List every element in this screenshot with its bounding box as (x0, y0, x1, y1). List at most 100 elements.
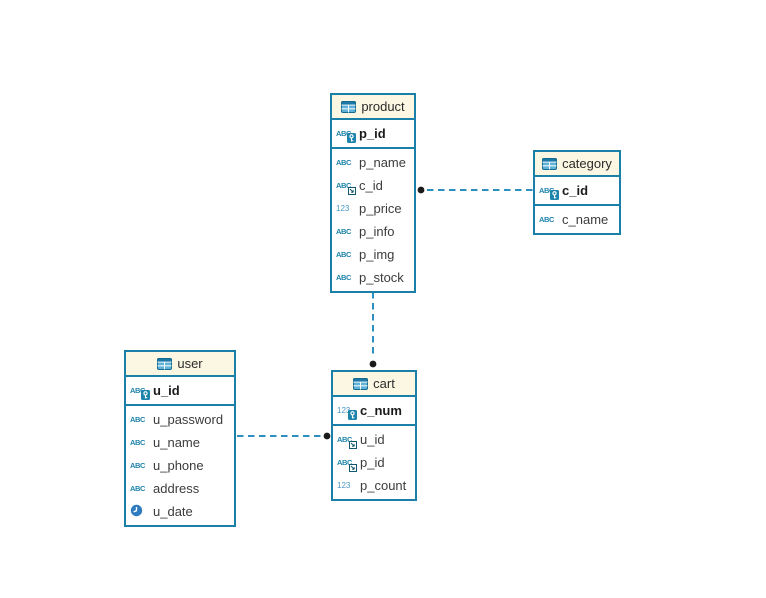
column-row-u_password[interactable]: ABC u_password (126, 408, 234, 431)
column-row-p_img[interactable]: ABC p_img (332, 243, 414, 266)
table-title: category (562, 156, 612, 171)
column-name: address (153, 481, 200, 496)
table-user-header[interactable]: user (126, 352, 234, 377)
table-product-header[interactable]: product (332, 95, 414, 120)
table-title: cart (373, 376, 395, 391)
columns-section: ABC u_id ABC p_id 123 p_count (333, 426, 415, 499)
table-icon (341, 100, 357, 113)
column-name: u_name (153, 435, 200, 450)
table-icon (353, 377, 369, 390)
svg-text:ABC: ABC (130, 386, 146, 395)
column-row-p_price[interactable]: 123 p_price (332, 197, 414, 220)
column-row-p_info[interactable]: ABC p_info (332, 220, 414, 243)
svg-text:123: 123 (337, 481, 351, 490)
column-row-c_id[interactable]: ABC c_id (332, 174, 414, 197)
relation-endpoint-dot (369, 360, 377, 368)
column-row-c_id[interactable]: ABC c_id (535, 179, 619, 202)
svg-text:ABC: ABC (336, 181, 352, 190)
table-product[interactable]: product ABC p_id ABC p_name ABC c_i (330, 93, 416, 293)
table-title: user (177, 356, 203, 371)
primary-key-badge-icon (550, 190, 559, 200)
column-row-u_date[interactable]: u_date (126, 500, 234, 523)
column-row-u_id[interactable]: ABC u_id (126, 379, 234, 402)
column-name: c_name (562, 212, 609, 227)
columns-section: ABC u_password ABC u_name ABC u_phone AB… (126, 406, 234, 525)
key-columns-section: ABC u_id (126, 377, 234, 406)
column-row-p_id[interactable]: ABC p_id (332, 122, 414, 145)
column-row-p_stock[interactable]: ABC p_stock (332, 266, 414, 289)
column-name: p_info (359, 224, 395, 239)
varchar-type-icon: ABC (336, 224, 355, 239)
foreign-key-badge-icon (348, 187, 356, 195)
key-columns-section: 123 c_num (333, 397, 415, 426)
svg-text:ABC: ABC (130, 484, 146, 493)
number-type-icon: 123 (337, 403, 357, 420)
varchar-type-icon: ABC (130, 481, 149, 496)
columns-section: ABC p_name ABC c_id 123 p_price ABC p_in… (332, 149, 414, 291)
table-category-header[interactable]: category (535, 152, 619, 177)
svg-text:ABC: ABC (336, 227, 352, 236)
table-icon (157, 357, 173, 370)
datetime-type-icon (130, 504, 149, 519)
svg-text:ABC: ABC (337, 458, 353, 467)
number-type-icon: 123 (337, 478, 356, 493)
varchar-type-icon: ABC (336, 126, 356, 143)
column-name: p_id (359, 126, 386, 141)
varchar-type-icon: ABC (336, 270, 355, 285)
column-name: c_id (562, 183, 589, 198)
svg-text:ABC: ABC (130, 461, 146, 470)
table-icon (542, 157, 558, 170)
svg-text:ABC: ABC (539, 186, 555, 195)
column-row-c_num[interactable]: 123 c_num (333, 399, 415, 422)
column-name: c_num (360, 403, 402, 418)
varchar-type-icon: ABC (337, 455, 357, 472)
primary-key-badge-icon (348, 410, 357, 420)
varchar-type-icon: ABC (539, 183, 559, 200)
column-name: u_id (360, 432, 385, 447)
column-row-u_id[interactable]: ABC u_id (333, 428, 415, 451)
column-row-c_name[interactable]: ABC c_name (535, 208, 619, 231)
table-category[interactable]: category ABC c_id ABC c_name (533, 150, 621, 235)
svg-text:ABC: ABC (336, 250, 352, 259)
column-name: p_price (359, 201, 402, 216)
column-row-p_count[interactable]: 123 p_count (333, 474, 415, 497)
svg-text:ABC: ABC (130, 438, 146, 447)
relation-endpoint-dot (417, 186, 425, 194)
column-row-u_phone[interactable]: ABC u_phone (126, 454, 234, 477)
column-name: u_id (153, 383, 180, 398)
svg-text:ABC: ABC (539, 215, 555, 224)
varchar-type-icon: ABC (130, 458, 149, 473)
table-user[interactable]: user ABC u_id ABC u_password ABC u_name … (124, 350, 236, 527)
varchar-type-icon: ABC (336, 155, 355, 170)
column-name: p_count (360, 478, 407, 493)
varchar-type-icon: ABC (130, 383, 150, 400)
varchar-type-icon: ABC (336, 178, 356, 195)
svg-text:ABC: ABC (337, 435, 353, 444)
foreign-key-badge-icon (349, 464, 357, 472)
column-row-address[interactable]: ABC address (126, 477, 234, 500)
relation-endpoint-dot (323, 432, 331, 440)
columns-section: ABC c_name (535, 206, 619, 233)
relation-cart-user[interactable] (237, 432, 331, 440)
column-row-p_id[interactable]: ABC p_id (333, 451, 415, 474)
primary-key-badge-icon (141, 390, 150, 400)
column-name: u_date (153, 504, 193, 519)
svg-text:ABC: ABC (336, 273, 352, 282)
column-name: p_name (359, 155, 406, 170)
table-cart[interactable]: cart 123 c_num ABC u_id ABC (331, 370, 417, 501)
svg-text:ABC: ABC (336, 158, 352, 167)
column-name: p_img (359, 247, 395, 262)
column-name: p_stock (359, 270, 404, 285)
number-type-icon: 123 (336, 201, 355, 216)
relation-product-category[interactable] (417, 186, 533, 194)
column-row-p_name[interactable]: ABC p_name (332, 151, 414, 174)
key-columns-section: ABC p_id (332, 120, 414, 149)
varchar-type-icon: ABC (130, 412, 149, 427)
table-cart-header[interactable]: cart (333, 372, 415, 397)
column-name: p_id (360, 455, 385, 470)
relation-cart-product[interactable] (369, 292, 377, 368)
primary-key-badge-icon (347, 133, 356, 143)
column-row-u_name[interactable]: ABC u_name (126, 431, 234, 454)
